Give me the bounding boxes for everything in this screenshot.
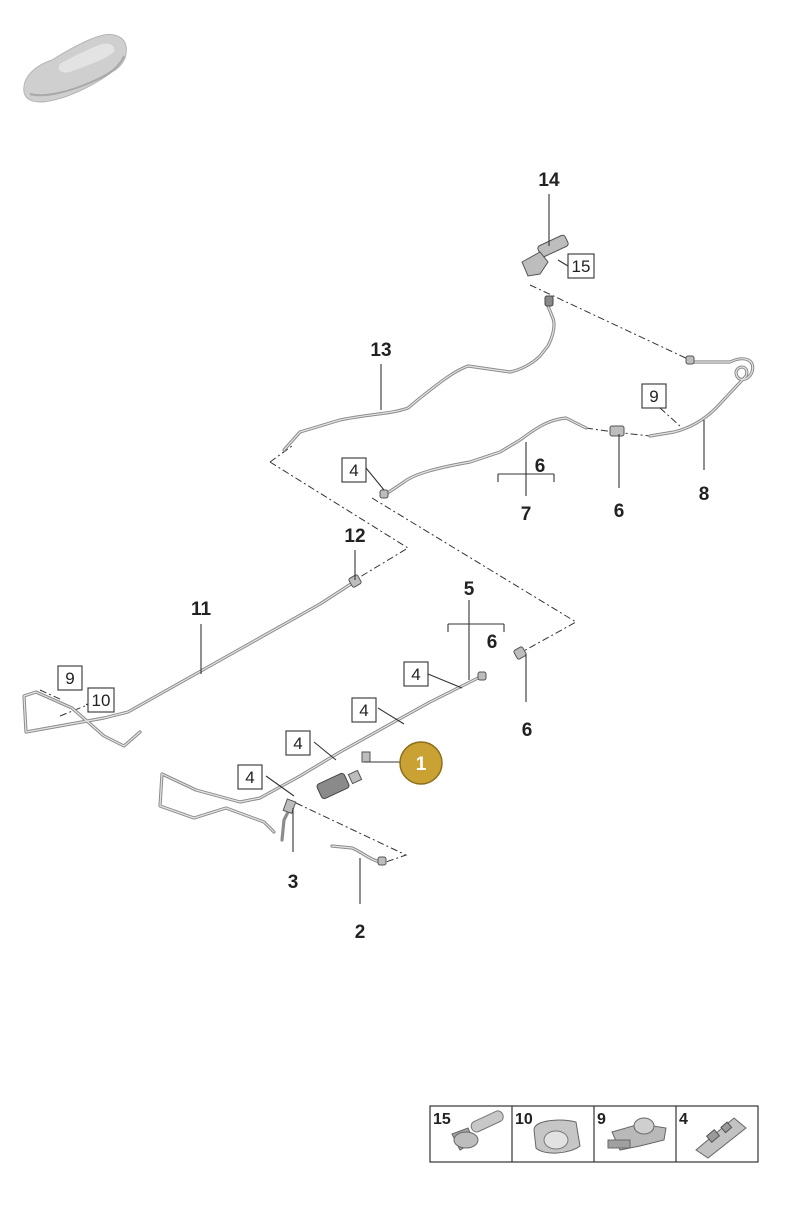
svg-text:9: 9 [65,669,74,688]
svg-text:1: 1 [416,754,427,775]
svg-text:4: 4 [349,461,358,480]
car-thumbnail-icon [23,33,127,103]
callout-6-lower: 6 [487,632,498,653]
callout-2: 2 [355,922,366,943]
valve-component-1 [316,751,371,800]
svg-text:9: 9 [597,1111,606,1128]
boxed-ref-4-b: 4 [351,697,377,723]
svg-text:4: 4 [245,768,254,787]
boxed-ref-4-a: 4 [403,661,429,687]
leader-lines [85,194,705,904]
callout-6-lower-right: 6 [522,720,533,741]
legend-cell-9: 9 [597,1111,667,1151]
parts-legend: 15 10 9 4 [429,1105,759,1163]
svg-text:4: 4 [679,1111,688,1128]
pipe-holder-icon [695,1117,747,1159]
svg-text:4: 4 [411,665,420,684]
svg-text:4: 4 [359,701,368,720]
brake-pipe-2 [330,844,382,864]
callout-14: 14 [538,170,560,191]
boxed-ref-4-d: 4 [237,764,263,790]
boxed-ref-9-upper: 9 [641,383,667,409]
svg-text:4: 4 [293,734,302,753]
brake-pipe-11 [22,580,356,748]
legend-cell-15: 15 [433,1110,504,1151]
boxed-ref-15: 15 [567,253,595,279]
brake-pipe-7 [384,416,588,496]
svg-text:10: 10 [515,1111,533,1128]
callout-12: 12 [344,526,365,547]
push-clip-icon [607,1117,667,1151]
legend-cell-4: 4 [679,1111,747,1159]
boxed-ref-4-upper: 4 [341,457,367,483]
svg-text:9: 9 [649,387,658,406]
callout-5: 5 [464,579,475,600]
clip-sleeve-icon [533,1119,581,1154]
brake-pipe-5 [158,674,484,834]
boxed-ref-4-c: 4 [285,730,311,756]
component-14 [521,234,569,307]
connector-3 [280,798,297,842]
callout-6-middle: 6 [535,456,546,477]
assembly-dash-lines [39,284,691,863]
brake-pipe-13 [282,304,556,452]
highlight-badge-1[interactable]: 1 [399,741,443,785]
bolt-icon [451,1110,504,1151]
svg-text:15: 15 [572,257,591,276]
boxed-ref-10: 10 [87,687,115,713]
boxed-ref-9-lower: 9 [57,665,83,691]
legend-cell-10: 10 [515,1111,581,1154]
brake-pipe-8 [648,357,755,438]
svg-text:15: 15 [433,1111,451,1128]
callout-13: 13 [370,340,391,361]
callout-8: 8 [699,484,710,505]
pipe-clips [348,355,695,866]
callout-3: 3 [288,872,299,893]
callout-7: 7 [521,504,532,525]
svg-text:10: 10 [92,691,111,710]
callout-11: 11 [191,599,212,620]
callout-6-right: 6 [614,501,625,522]
